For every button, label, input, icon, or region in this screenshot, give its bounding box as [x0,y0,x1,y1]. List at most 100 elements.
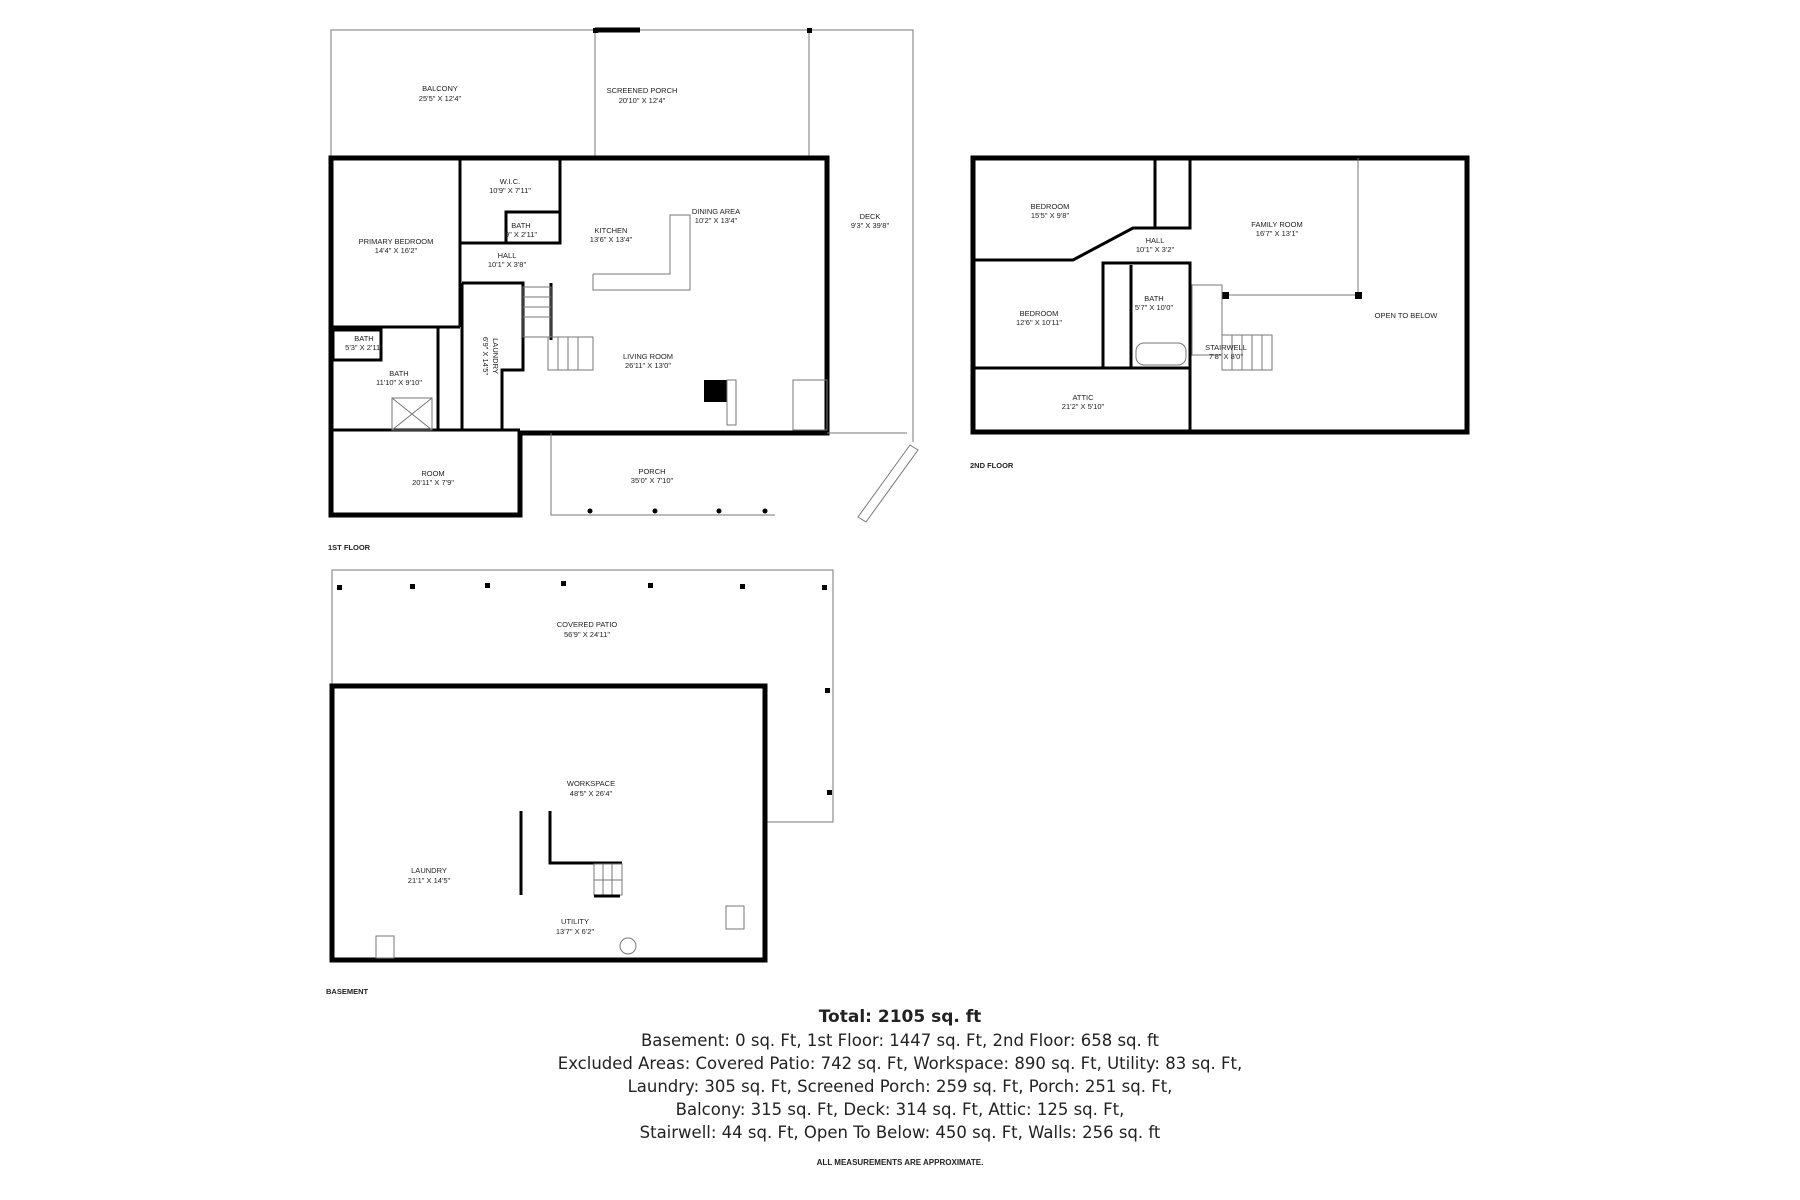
exterior-wall [328,155,830,518]
room-dims: 20'10" X 12'4" [619,96,666,105]
room-dims: 5'3" X 2'11" [345,343,383,352]
covered-patio-outline [331,569,834,823]
room-label: BATH [389,369,408,378]
floor-label: 2ND FLOOR [970,461,1014,470]
water-heater [619,937,637,955]
room-dims: 10'2" X 13'4" [695,216,738,225]
exterior-wall [970,155,1470,435]
room-dims: 11'10" X 9'10" [376,378,422,387]
room-dims: 12'6" X 10'11" [1016,318,1062,327]
post [1355,292,1362,299]
hearth [726,379,737,426]
room-dims: 25'5" X 12'4" [419,94,462,103]
room-label: SCREENED PORCH [607,86,678,95]
porch-posts [587,508,768,514]
room-dims: 35'0" X 7'10" [631,476,674,485]
room-dims: 5'7" X 10'0" [1135,303,1174,312]
room-label: UTILITY [561,917,589,926]
interior-wall [462,281,525,430]
interior-wall [973,158,1192,262]
room-dims: 10'1" X 3'8" [488,260,527,269]
area-summary: Total: 2105 sq. ft Basement: 0 sq. Ft, 1… [0,1005,1800,1167]
stairs [593,863,623,896]
bath-wall [331,328,383,362]
floor-label: 1ST FLOOR [328,543,371,552]
summary-line: Basement: 0 sq. Ft, 1st Floor: 1447 sq. … [640,1031,1160,1050]
summary-line: Laundry: 305 sq. Ft, Screened Porch: 259… [627,1077,1173,1096]
interior-wall [460,158,562,245]
room-label: PORCH [638,467,665,476]
post [1222,292,1229,299]
room-dims: 26'11" X 13'0" [625,361,671,370]
patio-posts [337,581,832,795]
first-floor-plan: BALCONY 25'5" X 12'4" SCREENED PORCH 20'… [328,27,919,552]
floor-label: BASEMENT [326,987,369,996]
fireplace [792,379,828,431]
room-dims: 56'9" X 24'11" [564,630,610,639]
basement-plan: COVERED PATIO 56'9" X 24'11" WORKSPACE 4… [326,569,834,996]
bathtub [1135,342,1187,366]
exterior-wall [329,683,768,963]
room-label: BATH [511,221,530,230]
room-dims: 16'7" X 13'1" [1256,229,1299,238]
room-dims: 20'11" X 7'9" [412,478,454,487]
room-label: BEDROOM [1020,309,1059,318]
summary-line: Balcony: 315 sq. Ft, Deck: 314 sq. Ft, A… [675,1100,1125,1119]
room-label: BEDROOM [1031,202,1070,211]
room-label: FAMILY ROOM [1251,220,1302,229]
room-label: STAIRWELL [1205,343,1247,352]
room-dims: 21'1" X 14'5" [408,876,451,885]
room-label: LAUNDRY [411,866,447,875]
summary-line: Stairwell: 44 sq. Ft, Open To Below: 450… [639,1123,1161,1142]
room-dims: 48'5" X 26'4" [570,789,613,798]
interior-wall [548,811,622,865]
shower [391,397,433,431]
summary-line: Excluded Areas: Covered Patio: 742 sq. F… [557,1054,1243,1073]
room-dims: 13'6" X 13'4" [590,235,633,244]
room-dims: 15'5" X 9'8" [1031,211,1070,220]
room-label: COVERED PATIO [557,620,618,629]
room-label: ATTIC [1072,393,1094,402]
room-label: PRIMARY BEDROOM [359,237,434,246]
room-label: BATH [1144,294,1163,303]
disclaimer: ALL MEASUREMENTS ARE APPROXIMATE. [816,1158,984,1167]
room-dims: 6'9" X 14'5" [481,337,490,376]
chimney [704,380,727,402]
room-label: DECK [860,212,881,221]
room-label: WORKSPACE [567,779,615,788]
room-dims: 9'3" X 39'8" [851,221,890,230]
porch-outline [550,433,775,516]
stairs [1191,284,1273,371]
laundry-label-group: LAUNDRY 6'9" X 14'5" [481,337,500,376]
post [807,28,812,33]
room-label: LIVING ROOM [623,352,673,361]
room-dims: 13'7" X 6'2" [556,927,595,936]
furnace [725,905,745,930]
room-dims: 9" X 2'11" [505,230,537,239]
kitchen-counter [592,214,691,291]
fixture [375,935,395,959]
second-floor-plan: BEDROOM 15'5" X 9'8" HALL 10'1" X 3'2" F… [970,155,1470,470]
post [593,28,598,33]
room-label: BATH [354,334,373,343]
interior-wall [1101,261,1192,432]
room-label: HALL [1146,236,1165,245]
room-dims: 7'8" X 8'0" [1209,352,1243,361]
total-area: Total: 2105 sq. ft [818,1007,982,1027]
room-dims: 10'9" X 7'11" [489,186,531,195]
room-dims: 14'4" X 16'2" [375,246,418,255]
room-dims: 21'2" X 5'10" [1062,402,1105,411]
room-dims: 10'1" X 3'2" [1136,245,1175,254]
porch-steps [857,444,919,523]
room-label: KITCHEN [595,226,628,235]
room-label: BALCONY [422,84,458,93]
room-label: HALL [498,251,517,260]
room-label: ROOM [421,469,444,478]
room-label: LAUNDRY [491,338,500,374]
room-label: OPEN TO BELOW [1375,311,1439,320]
room-label: DINING AREA [692,207,740,216]
room-label: W.I.C. [500,177,520,186]
interior-wall [504,210,560,243]
stairs [522,286,594,371]
